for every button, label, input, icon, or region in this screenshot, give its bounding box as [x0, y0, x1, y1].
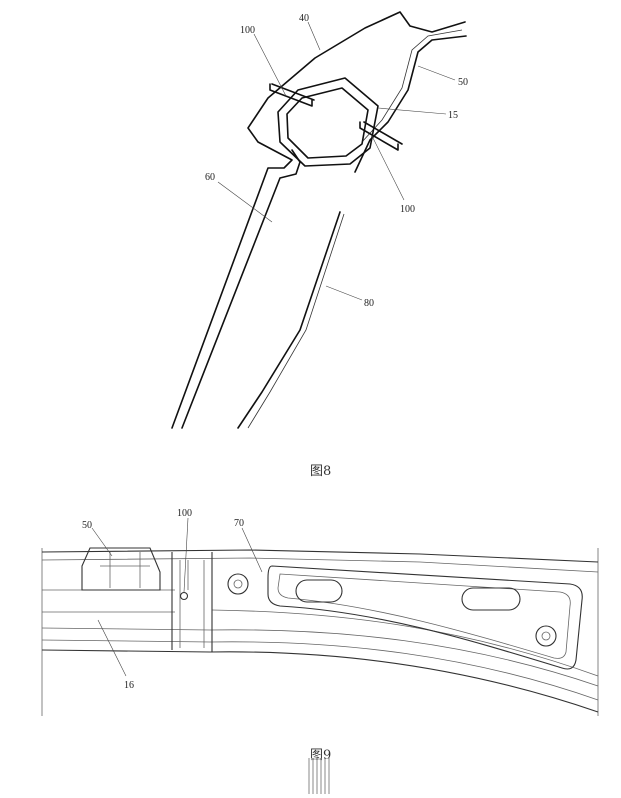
- figure-8-drawing: 40 100 50 15 60 100 80: [171, 11, 468, 429]
- panel-50-line: [354, 35, 467, 173]
- ref9-16: 16: [124, 680, 134, 691]
- fig9-frame: [41, 548, 599, 716]
- ref-40: 40: [299, 13, 309, 24]
- fastener-100-lower: [359, 121, 403, 151]
- ref-50: 50: [458, 77, 468, 88]
- inner-panel-80-b: [247, 213, 345, 429]
- outer-panel-line: [171, 11, 466, 429]
- ref-80: 80: [364, 298, 374, 309]
- inner-panel-80: [237, 211, 341, 429]
- watermark-mark: [308, 758, 330, 794]
- ref-60: 60: [205, 172, 215, 183]
- ref9-70: 70: [234, 518, 244, 529]
- ref-15: 15: [448, 110, 458, 121]
- tube-15-outer: [277, 77, 379, 167]
- ref9-100: 100: [177, 508, 192, 519]
- tube-15-inner: [286, 87, 369, 159]
- plate-70: [267, 565, 583, 670]
- figure-8-caption: 图8: [310, 464, 332, 479]
- panel-50-line-2: [361, 29, 463, 143]
- ref-100-lower: 100: [400, 204, 415, 215]
- ref9-50: 50: [82, 520, 92, 531]
- fastener-100-upper: [269, 83, 315, 107]
- ref-100-upper: 100: [240, 25, 255, 36]
